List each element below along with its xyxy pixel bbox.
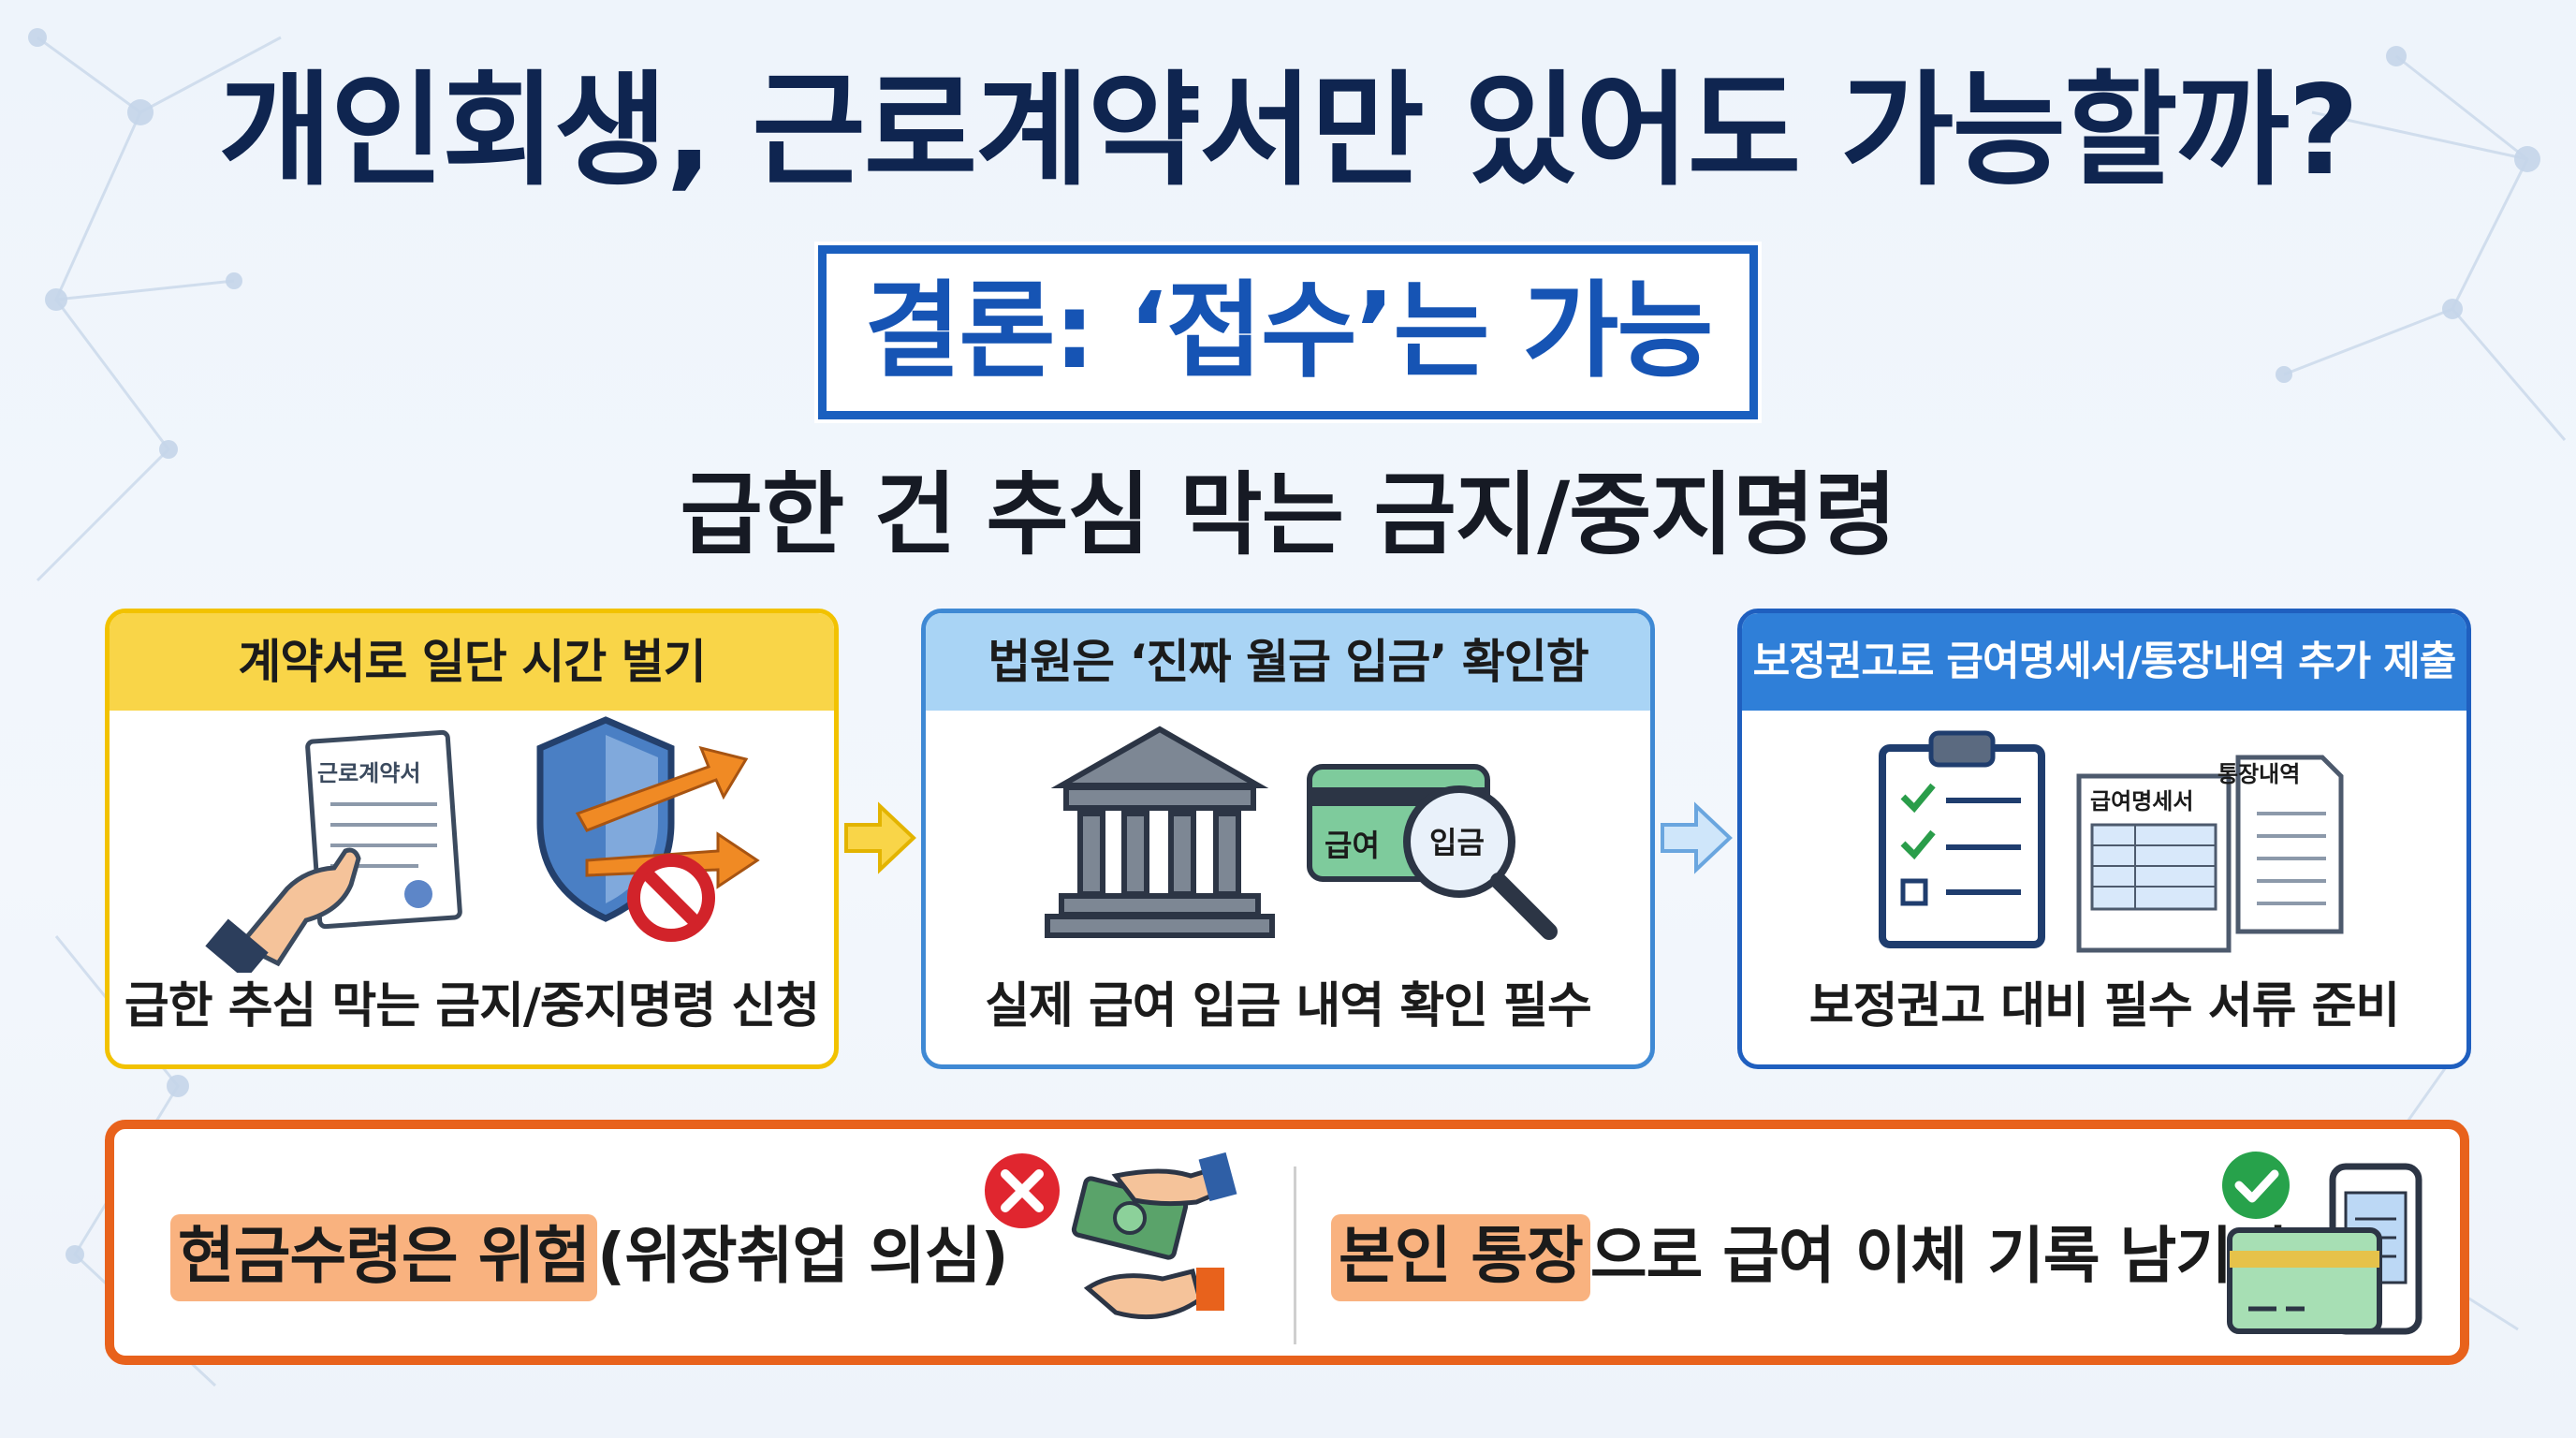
- step-card-footer: 실제 급여 입금 내역 확인 필수: [985, 978, 1592, 1034]
- court-building-icon: [1045, 726, 1275, 938]
- documents-illustration: 급여명세서 통장내역: [1879, 730, 2344, 953]
- contract-label: 근로계약서: [317, 760, 420, 786]
- checklist-clipboard-icon: [1879, 730, 2045, 948]
- bank-transfer-highlight: 본인 통장: [1331, 1214, 1590, 1301]
- conclusion-box: 결론: ‘접수’는 가능: [814, 242, 1762, 423]
- bankbook-label: 통장내역: [2217, 761, 2300, 787]
- divider: [1294, 1167, 1296, 1344]
- step-card-header: 보정권고로 급여명세서/통장내역 추가 제출: [1742, 613, 2466, 711]
- step-card-footer: 보정권고 대비 필수 서류 준비: [1808, 978, 2401, 1034]
- prohibited-icon: [627, 854, 715, 942]
- step-card-header: 법원은 ‘진짜 월급 입금’ 확인함: [926, 613, 1650, 711]
- page-title: 개인회생, 근로계약서만 있어도 가능할까?: [218, 59, 2359, 203]
- contract-shield-illustration: 근로계약서: [205, 716, 760, 973]
- bankbook-document-icon: 통장내역: [2217, 755, 2344, 934]
- arrow-right-icon: [844, 801, 916, 874]
- step-card-contract: 계약서로 일단 시간 벌기 근로계약서 급한 추심 막는 금지/중지명령 신청: [105, 609, 839, 1069]
- payslip-document-icon: 급여명세서: [2076, 773, 2232, 953]
- cash-warning-highlight: 현금수령은 위험: [170, 1214, 598, 1301]
- phone-card-icon: [2222, 1152, 2422, 1335]
- cash-hands-icon: [985, 1152, 1237, 1320]
- step-card-documents: 보정권고로 급여명세서/통장내역 추가 제출 급여명세서 통장내역 보정권고 대…: [1737, 609, 2471, 1069]
- magnifier-icon: 입금: [1403, 785, 1558, 940]
- step-card-footer: 급한 추심 막는 금지/중지명령 신청: [124, 978, 820, 1034]
- bank-verification-illustration: 급여 입금: [1045, 726, 1558, 940]
- x-mark-icon: [985, 1153, 1060, 1228]
- cash-warning-rest: (위장취업 의심): [597, 1220, 1009, 1292]
- payslip-label: 급여명세서: [2090, 788, 2193, 814]
- step-card-verification: 법원은 ‘진짜 월급 입금’ 확인함 급여 입금 실제 급여 입금 내역 확인 …: [921, 609, 1655, 1069]
- cash-warning-text: 현금수령은 위험(위장취업 의심): [170, 1206, 1009, 1301]
- arrow-right-icon: [1661, 801, 1733, 874]
- card-left-label: 급여: [1325, 828, 1380, 863]
- step-card-header: 계약서로 일단 시간 벌기: [110, 613, 834, 711]
- hand-icon: [205, 847, 361, 973]
- card-right-label: 입금: [1429, 825, 1485, 860]
- subtitle: 급한 건 추심 막는 금지/중지명령: [680, 462, 1897, 567]
- bank-transfer-rest: 으로 급여 이체 기록 남기기: [1589, 1220, 2289, 1292]
- check-mark-icon: [2222, 1152, 2290, 1219]
